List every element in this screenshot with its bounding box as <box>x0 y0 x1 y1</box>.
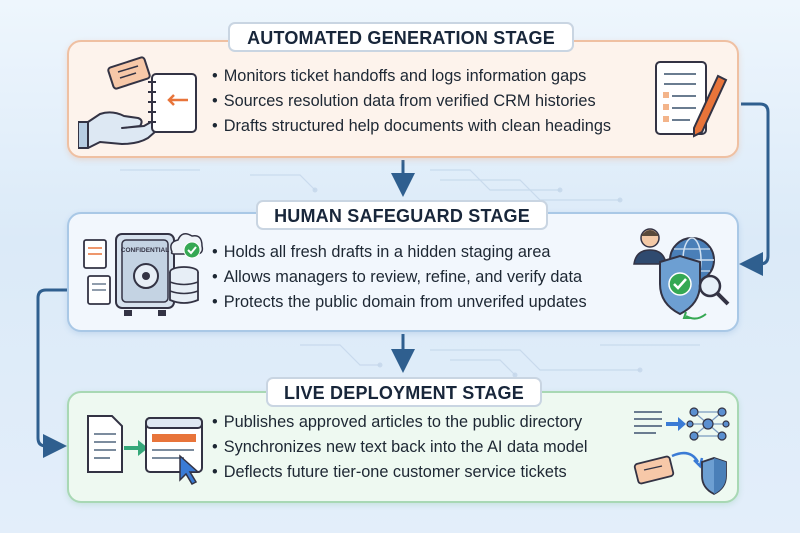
secure-storage-icon: CONFIDENTIAL <box>83 233 204 316</box>
document-with-pen-icon <box>655 61 728 138</box>
bullet-item: Synchronizes new text back into the AI d… <box>212 435 588 460</box>
safe-label: CONFIDENTIAL <box>121 247 169 254</box>
shield-check-icon <box>659 254 701 316</box>
shield-icon <box>701 457 727 496</box>
safe-icon: CONFIDENTIAL <box>115 233 175 316</box>
reviewer-security-icon <box>633 228 730 320</box>
ticket-handoff-icon <box>78 56 197 149</box>
stage-bullet-list: Holds all fresh drafts in a hidden stagi… <box>212 240 587 315</box>
browser-window-icon <box>145 417 203 473</box>
ticket-icon <box>107 56 151 90</box>
bullet-item: Protects the public domain from unverife… <box>212 290 587 315</box>
connector-left <box>36 288 67 458</box>
document-icon <box>87 415 123 473</box>
sync-deflect-icon <box>633 407 730 496</box>
reviewer-icon <box>633 228 667 265</box>
bullet-item: Publishes approved articles to the publi… <box>212 410 588 435</box>
connector-right <box>739 102 770 276</box>
neural-network-icon <box>686 407 730 441</box>
cloud-check-icon <box>170 233 204 259</box>
cursor-icon <box>179 454 200 485</box>
stage-bullet-list: Publishes approved articles to the publi… <box>212 410 588 485</box>
stage-title: LIVE DEPLOYMENT STAGE <box>266 377 542 407</box>
stage-title: AUTOMATED GENERATION STAGE <box>228 22 574 52</box>
publish-icon <box>87 415 203 485</box>
documents-icon <box>83 239 111 305</box>
notebook-icon <box>148 73 197 133</box>
ticket-icon <box>633 455 675 485</box>
bullet-item: Sources resolution data from verified CR… <box>212 89 611 114</box>
database-icon <box>169 266 199 304</box>
bullet-item: Holds all fresh drafts in a hidden stagi… <box>212 240 587 265</box>
bullet-item: Deflects future tier-one customer servic… <box>212 460 588 485</box>
bullet-item: Monitors ticket handoffs and logs inform… <box>212 64 611 89</box>
magnifier-icon <box>698 274 730 306</box>
bullet-item: Allows managers to review, refine, and v… <box>212 265 587 290</box>
stage-bullet-list: Monitors ticket handoffs and logs inform… <box>212 64 611 139</box>
bullet-item: Drafts structured help documents with cl… <box>212 114 611 139</box>
stage-title: HUMAN SAFEGUARD STAGE <box>256 200 548 230</box>
